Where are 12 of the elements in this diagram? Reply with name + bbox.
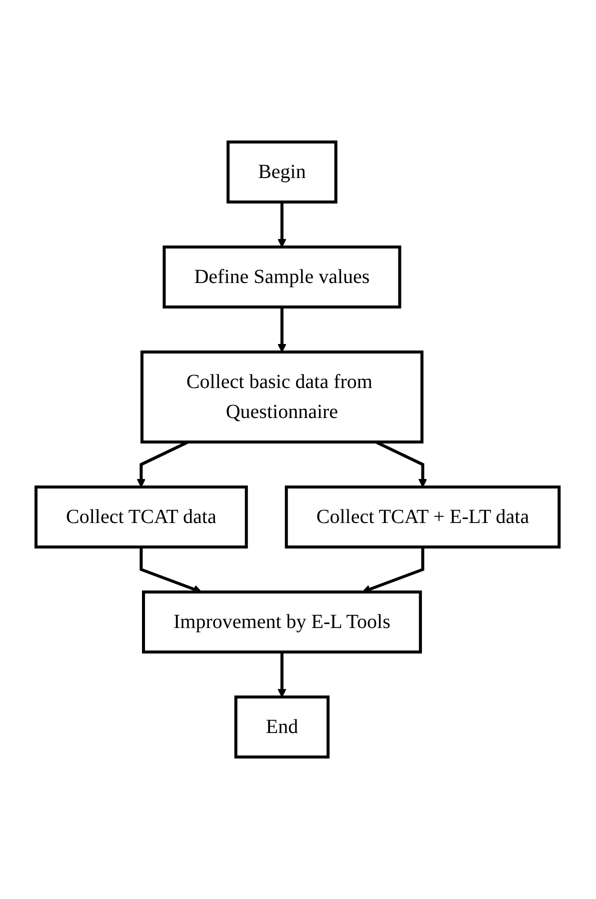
arrow xyxy=(278,202,287,248)
node-box: End xyxy=(234,696,330,758)
node-box: Collect basic data from Questionnaire xyxy=(140,350,424,444)
node-box: Collect TCAT data xyxy=(34,486,248,548)
node-box: Improvement by E-L Tools xyxy=(142,590,422,654)
arrow xyxy=(140,547,202,594)
node-box: Begin xyxy=(227,140,338,204)
node-box: Define Sample values xyxy=(163,246,402,308)
node-box: Collect TCAT + E-LT data xyxy=(285,486,562,548)
arrow xyxy=(278,652,287,698)
arrow xyxy=(362,547,425,594)
arrow xyxy=(278,307,287,352)
